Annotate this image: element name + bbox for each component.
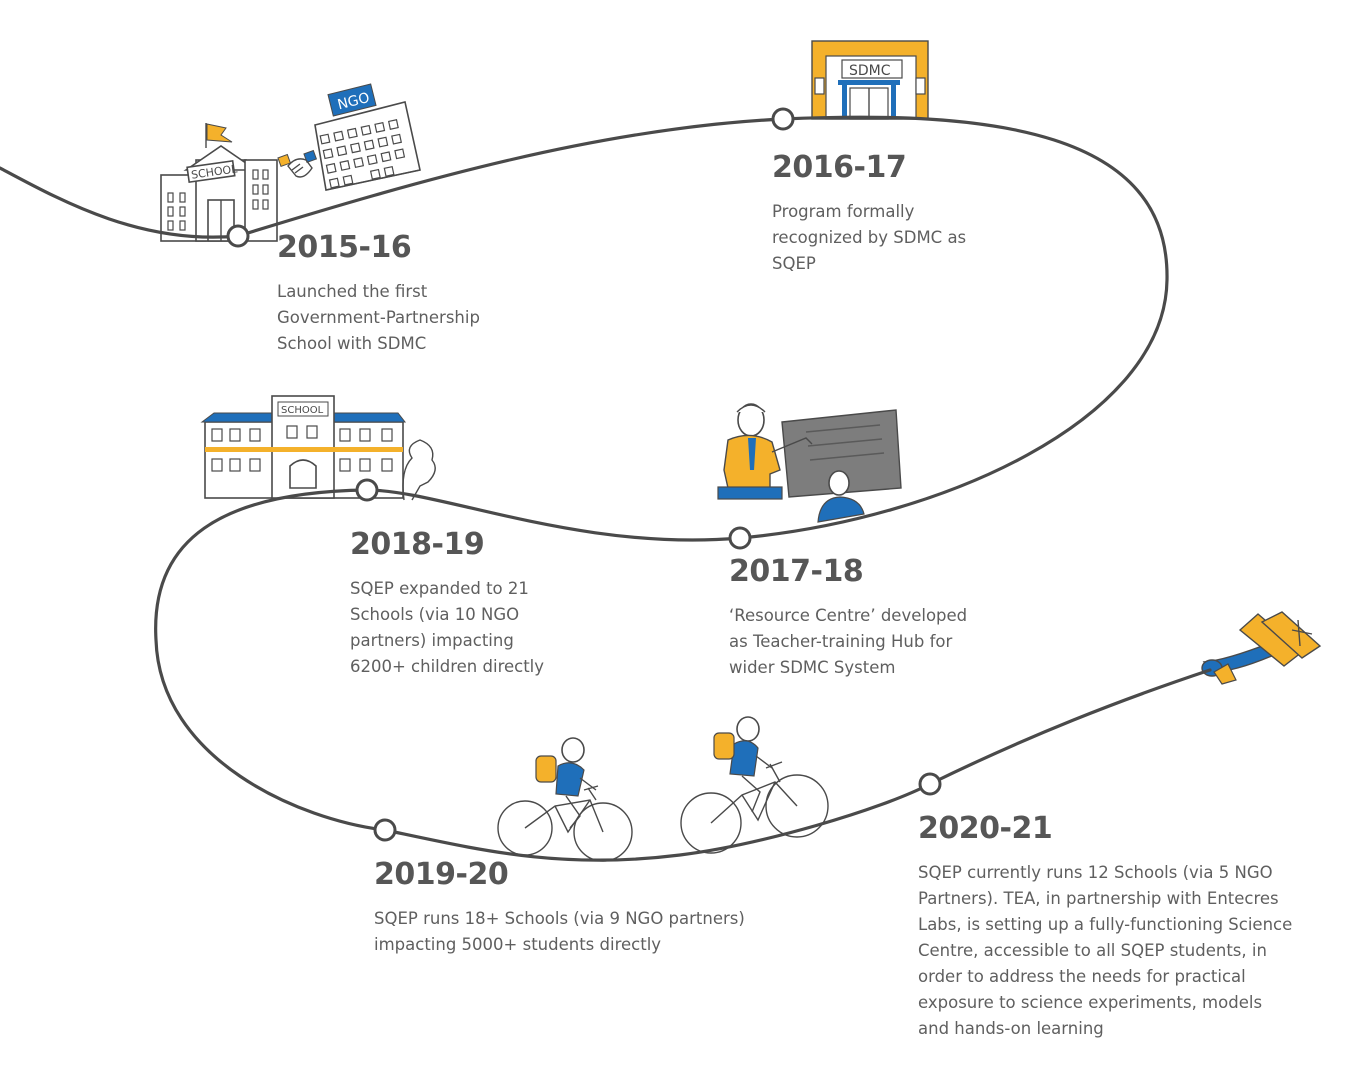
- cyclist-icon: [680, 716, 829, 854]
- milestone-2015-16: 2015-16 Launched the first Government-Pa…: [277, 230, 517, 357]
- timeline-node-2018-19: [355, 478, 379, 502]
- milestone-year: 2018-19: [350, 527, 485, 562]
- milestone-description: SQEP runs 18+ Schools (via 9 NGO partner…: [374, 909, 745, 954]
- handshake-icon: [277, 149, 318, 178]
- milestone-description: SQEP currently runs 12 Schools (via 5 NG…: [918, 863, 1293, 1038]
- teacher-board-icon: [717, 403, 902, 523]
- milestone-year: 2016-17: [772, 150, 907, 185]
- school-building-icon: SCHOOL: [160, 123, 278, 242]
- milestone-description: ‘Resource Centre’ developed as Teacher-t…: [729, 606, 968, 677]
- milestone-2019-20: 2019-20 SQEP runs 18+ Schools (via 9 NGO…: [374, 857, 764, 958]
- milestone-description: SQEP expanded to 21 Schools (via 10 NGO …: [350, 579, 545, 676]
- sdmc-sign: SDMC: [849, 63, 891, 79]
- milestone-2017-18: 2017-18 ‘Resource Centre’ developed as T…: [729, 554, 989, 681]
- timeline-node-2019-20: [373, 818, 397, 842]
- milestone-description: Launched the first Government-Partnershi…: [277, 282, 480, 353]
- large-school-icon: SCHOOL: [200, 395, 436, 501]
- biplane-icon: [1201, 611, 1322, 685]
- milestone-year: 2020-21: [918, 811, 1053, 846]
- sdmc-building-icon: SDMC: [811, 40, 929, 120]
- milestone-year: 2017-18: [729, 554, 864, 589]
- milestone-2020-21: 2020-21 SQEP currently runs 12 Schools (…: [918, 811, 1298, 1042]
- cyclist-icon: [497, 737, 633, 862]
- timeline-path: [0, 115, 1212, 862]
- ngo-building-icon: NGO: [314, 83, 421, 191]
- milestone-2018-19: 2018-19 SQEP expanded to 21 Schools (via…: [350, 527, 570, 680]
- ngo-sign: NGO: [336, 90, 371, 113]
- milestone-description: Program formally recognized by SDMC as S…: [772, 202, 967, 273]
- timeline-node-2015-16: [226, 224, 250, 248]
- milestone-year: 2019-20: [374, 857, 509, 892]
- timeline-node-2017-18: [728, 526, 752, 550]
- milestone-2016-17: 2016-17 Program formally recognized by S…: [772, 150, 992, 277]
- timeline-node-2020-21: [918, 772, 942, 796]
- timeline-node-2016-17: [771, 107, 795, 131]
- school-sign-2: SCHOOL: [281, 405, 324, 416]
- milestone-year: 2015-16: [277, 230, 412, 265]
